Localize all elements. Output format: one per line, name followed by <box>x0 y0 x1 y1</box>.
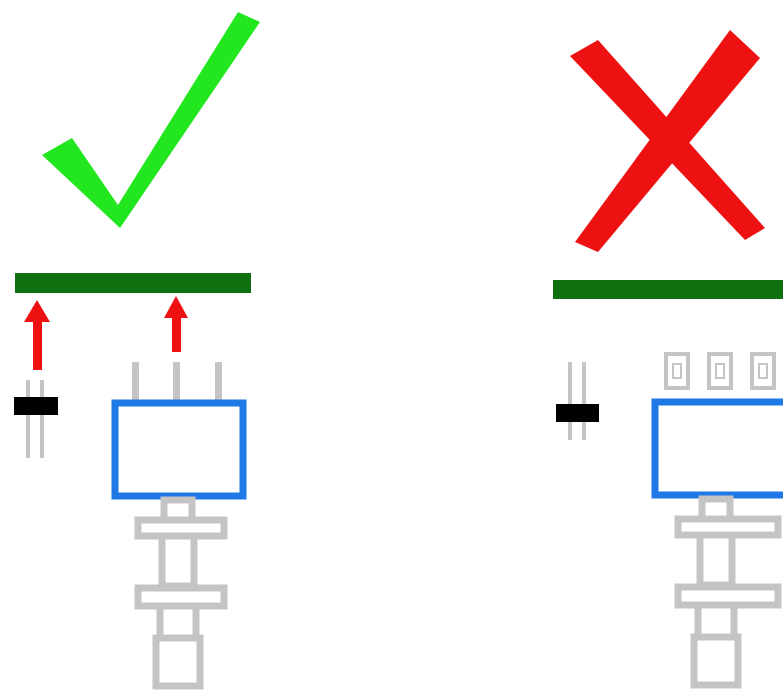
component-shaft <box>134 496 228 690</box>
component-body <box>651 398 783 499</box>
small-component-body <box>14 397 58 415</box>
insert-arrow-small <box>24 300 50 370</box>
pin-cap <box>707 352 733 390</box>
cross-icon <box>570 30 765 252</box>
circuit-board <box>553 280 783 299</box>
component-pin <box>132 362 139 404</box>
pin-cap <box>750 352 776 390</box>
large-component <box>111 362 247 690</box>
component-shaft <box>674 495 782 689</box>
component-pin <box>173 362 180 404</box>
panel-correct <box>14 12 260 690</box>
circuit-board <box>15 273 251 293</box>
small-component <box>14 380 58 458</box>
small-component-body <box>556 404 599 422</box>
checkmark-icon <box>42 12 260 228</box>
panel-incorrect <box>553 30 783 689</box>
component-pin <box>215 362 222 404</box>
pin-cap <box>664 352 690 390</box>
insert-arrow-large <box>164 296 188 352</box>
small-component <box>556 362 599 440</box>
large-component <box>651 352 783 689</box>
component-body <box>111 399 247 500</box>
